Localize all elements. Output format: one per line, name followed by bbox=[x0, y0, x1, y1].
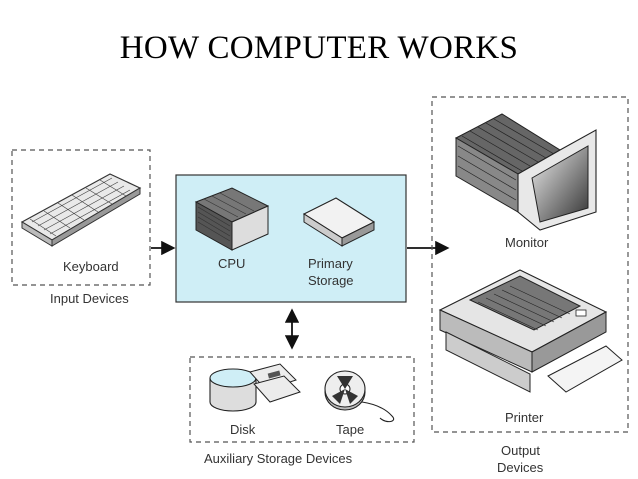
primary-storage-label-line2: Storage bbox=[308, 273, 354, 288]
printer-icon bbox=[438, 269, 623, 393]
disk-icon bbox=[209, 363, 301, 412]
auxiliary-storage-box bbox=[189, 356, 415, 443]
disk-label: Disk bbox=[230, 422, 256, 437]
output-devices-label-line2: Devices bbox=[497, 460, 544, 475]
monitor-label: Monitor bbox=[505, 235, 549, 250]
cpu-label: CPU bbox=[218, 256, 246, 271]
primary-storage-label-line1: Primary bbox=[308, 256, 353, 271]
tape-icon bbox=[324, 370, 395, 423]
input-devices-label: Input Devices bbox=[50, 291, 129, 306]
keyboard-label: Keyboard bbox=[63, 259, 119, 274]
output-devices-box bbox=[431, 96, 629, 433]
primary-storage-icon bbox=[302, 197, 376, 247]
monitor-icon bbox=[454, 113, 597, 231]
cpu-icon bbox=[194, 187, 270, 251]
keyboard-icon bbox=[20, 173, 142, 247]
tape-label: Tape bbox=[336, 422, 365, 437]
auxiliary-storage-label: Auxiliary Storage Devices bbox=[204, 451, 353, 466]
printer-label: Printer bbox=[505, 410, 544, 425]
output-devices-label-line1: Output bbox=[501, 443, 541, 458]
page-title: HOW COMPUTER WORKS bbox=[119, 30, 519, 66]
input-devices-box bbox=[11, 149, 151, 286]
